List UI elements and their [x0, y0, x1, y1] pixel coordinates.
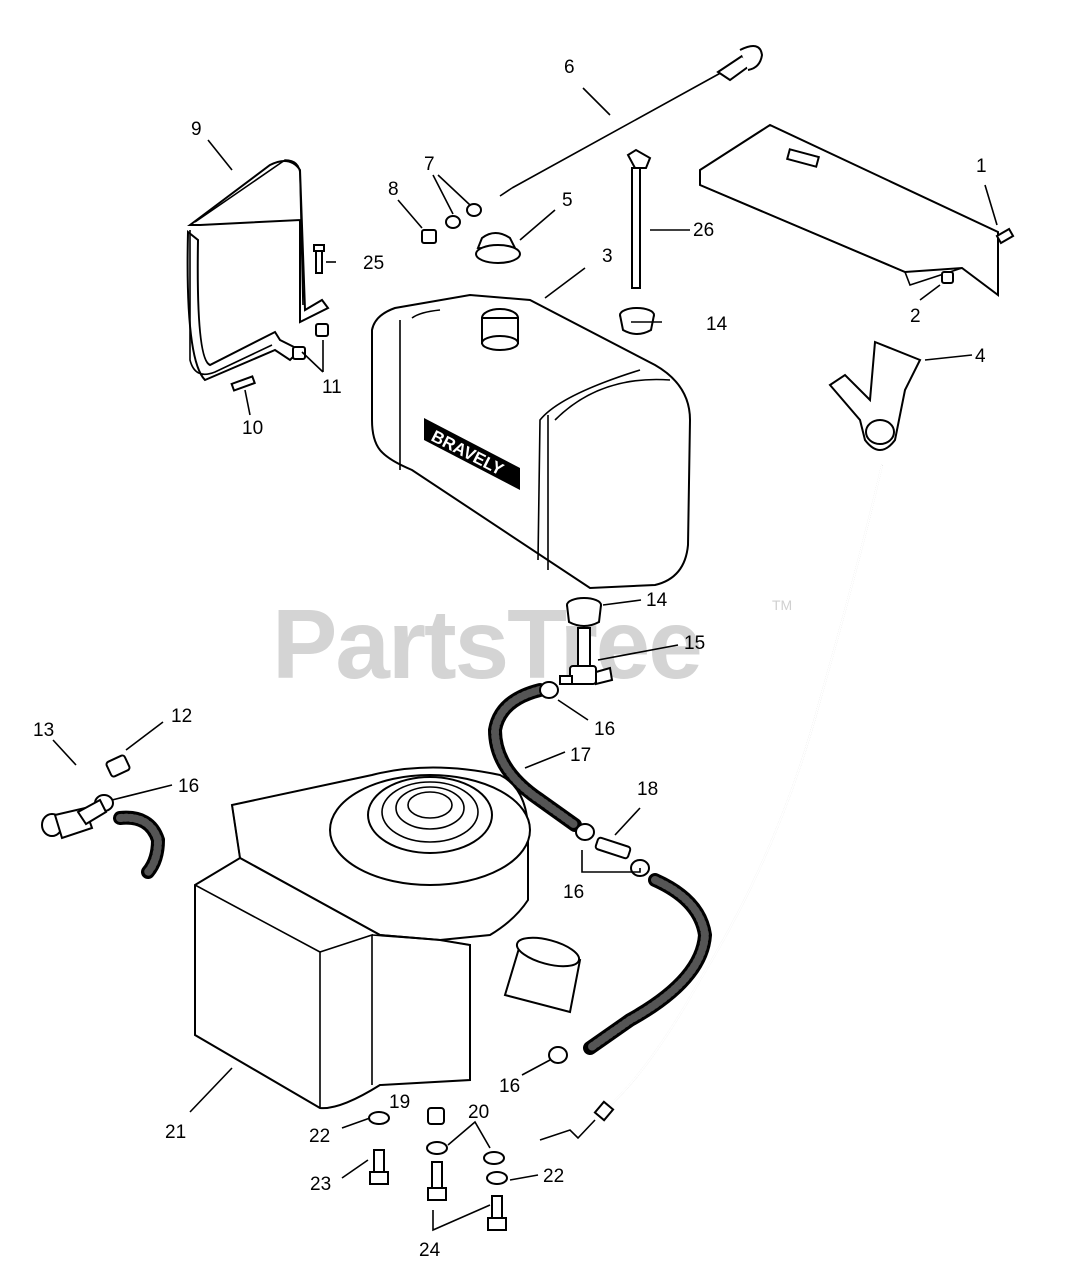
callout-23: 23 — [310, 1174, 331, 1195]
part-6-choke-cable[interactable] — [499, 45, 764, 197]
callout-13: 13 — [33, 720, 54, 741]
callout-18: 18 — [637, 779, 658, 800]
part-hose-short[interactable] — [113, 810, 166, 879]
leader-lines — [52, 87, 998, 1232]
callout-6: 6 — [564, 57, 575, 78]
callout-14-upper: 14 — [706, 314, 728, 335]
callout-26: 26 — [693, 220, 714, 241]
part-2-nut[interactable] — [941, 271, 954, 284]
callout-25: 25 — [363, 253, 384, 274]
part-18-inline-filter[interactable] — [594, 836, 632, 860]
callout-20: 20 — [468, 1102, 489, 1123]
callout-19: 19 — [389, 1092, 410, 1113]
part-panel-cover — [699, 123, 999, 297]
callout-14-lower: 14 — [646, 590, 668, 611]
callout-22-a: 22 — [309, 1126, 330, 1147]
callout-1: 1 — [976, 156, 987, 177]
part-15-shutoff-valve[interactable] — [559, 627, 614, 686]
callout-24: 24 — [419, 1240, 441, 1261]
part-8-nut[interactable] — [421, 229, 437, 244]
part-16-hose-clamps[interactable] — [94, 681, 650, 1064]
part-5-fuel-cap[interactable] — [475, 232, 521, 264]
callout-16-b: 16 — [178, 776, 199, 797]
callout-16-a: 16 — [594, 719, 615, 740]
part-20-washers[interactable] — [426, 1141, 505, 1165]
watermark: PartsTree — [272, 589, 701, 699]
callout-22-b: 22 — [543, 1166, 564, 1187]
part-13-fuel-fitting[interactable] — [41, 798, 108, 840]
part-25-bolt[interactable] — [313, 244, 325, 274]
callout-7: 7 — [424, 154, 435, 175]
part-21-engine[interactable] — [194, 766, 582, 1110]
callout-8: 8 — [388, 179, 399, 200]
callout-2: 2 — [910, 306, 921, 327]
part-9-tank-strap[interactable] — [186, 159, 330, 382]
callout-21: 21 — [165, 1122, 186, 1143]
callout-5: 5 — [562, 190, 573, 211]
part-24-bolts[interactable] — [427, 1161, 507, 1231]
callout-16-c: 16 — [563, 882, 584, 903]
part-3-fuel-tank[interactable]: BRAVELY — [371, 293, 692, 590]
part-hose-lower[interactable] — [583, 873, 713, 1055]
callout-11: 11 — [322, 377, 342, 398]
part-11-nut[interactable] — [292, 323, 329, 360]
callout-17: 17 — [570, 745, 591, 766]
callout-10: 10 — [242, 418, 263, 439]
part-14-grommet-lower[interactable] — [566, 597, 602, 627]
callout-12: 12 — [171, 706, 192, 727]
part-22-washers[interactable] — [368, 1111, 508, 1185]
watermark-trademark: TM — [772, 597, 792, 613]
part-19-nut[interactable] — [427, 1107, 445, 1125]
part-7-washers[interactable] — [445, 203, 482, 229]
callout-4: 4 — [975, 346, 986, 367]
callout-3: 3 — [602, 246, 613, 267]
part-26-vent-tube[interactable] — [626, 148, 652, 289]
part-12-fitting[interactable] — [105, 754, 131, 778]
callout-labels: 1 2 3 4 5 6 7 8 9 10 11 12 13 14 14 15 1… — [33, 57, 987, 1261]
part-14-grommet-upper[interactable] — [619, 307, 655, 335]
callout-15: 15 — [684, 633, 705, 654]
callout-9: 9 — [191, 119, 202, 140]
callout-16-d: 16 — [499, 1076, 520, 1097]
part-4-throttle-control[interactable] — [539, 340, 922, 1141]
part-23-bolt[interactable] — [369, 1149, 389, 1185]
part-1-screw[interactable] — [995, 227, 1015, 245]
part-10-bolt[interactable] — [230, 375, 256, 392]
part-17-fuel-hose[interactable] — [487, 683, 582, 832]
